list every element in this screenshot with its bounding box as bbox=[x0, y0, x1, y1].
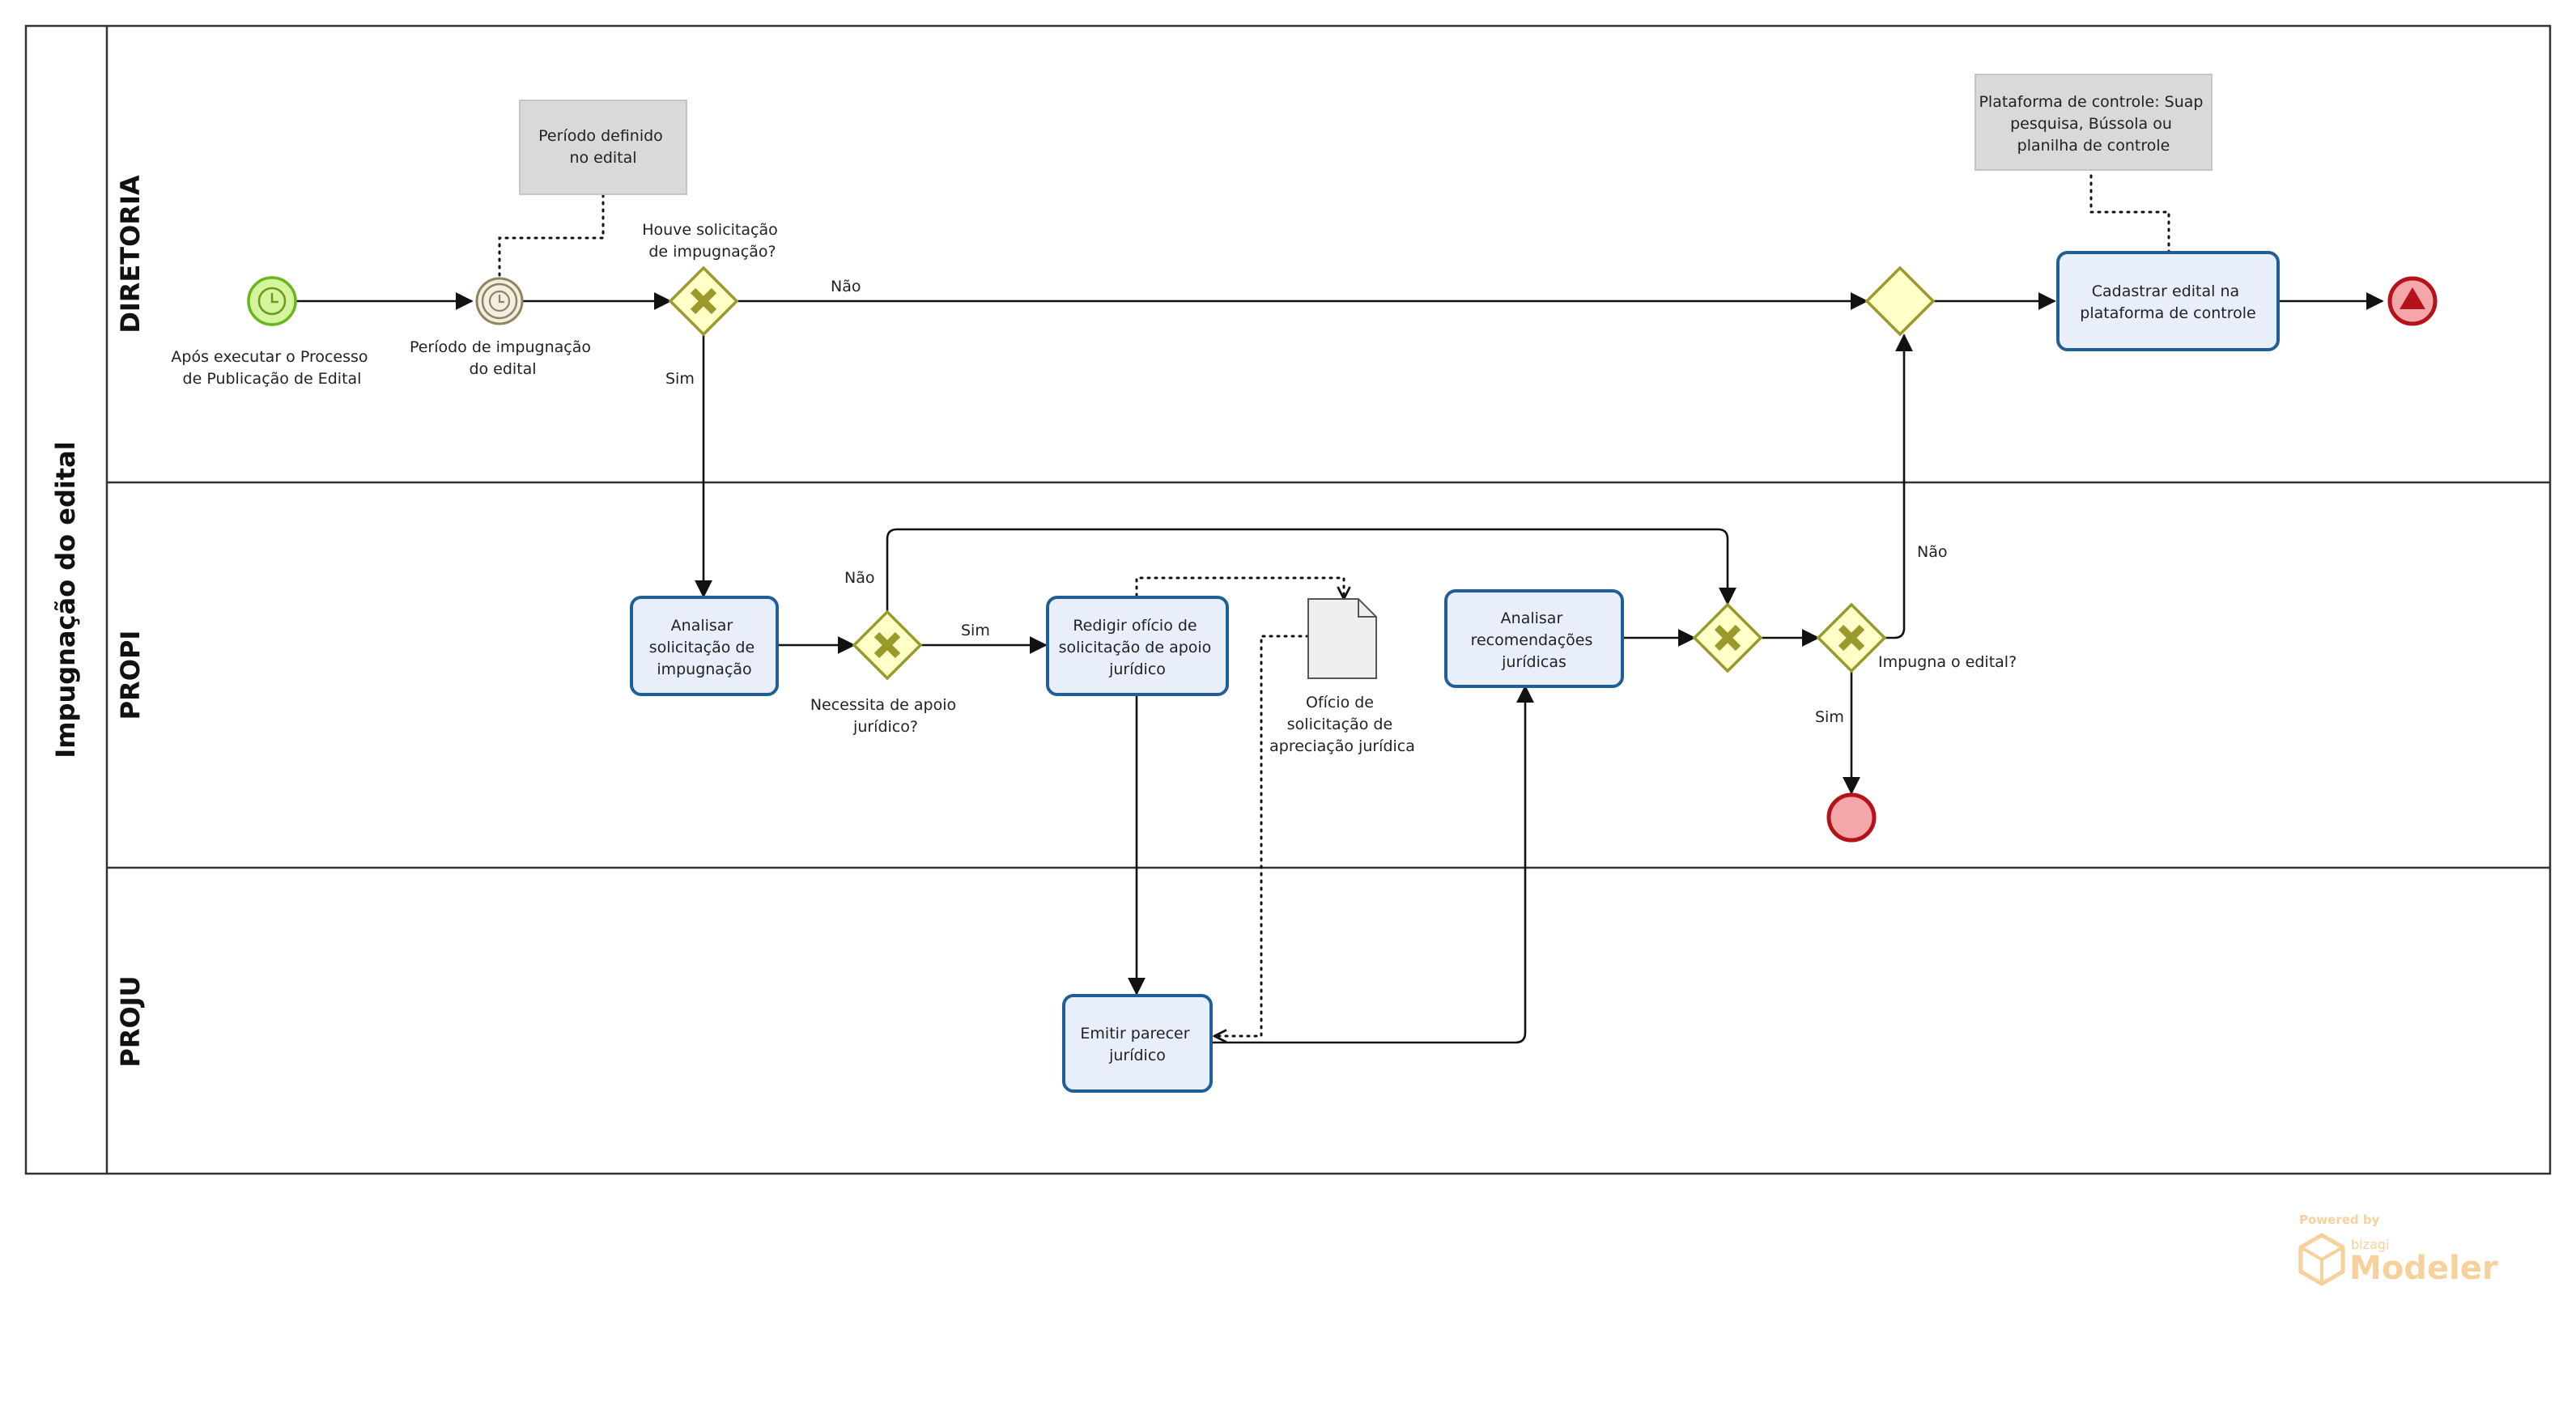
svg-text:Redigir ofício de solici: Redigir ofício de solicitação de apoio j… bbox=[1059, 617, 1217, 678]
triangle-icon bbox=[2400, 287, 2425, 309]
timer-event-label: Período de impugnação do edital bbox=[410, 338, 596, 378]
data-object-label: Ofício de solicitação de apreciação jurí… bbox=[1269, 694, 1415, 755]
gateway-join-propi[interactable] bbox=[1692, 602, 1763, 673]
flow-label-nao-necessita: Não bbox=[844, 569, 874, 587]
gateway-necessita-apoio[interactable] bbox=[852, 609, 923, 681]
flow-label-sim-houve: Sim bbox=[665, 370, 695, 388]
association-oficio-emitir bbox=[1213, 635, 1310, 1036]
data-object-oficio[interactable] bbox=[1307, 598, 1377, 679]
association-timer-note bbox=[498, 193, 605, 277]
svg-text:Período definido no edit: Período definido no edital bbox=[538, 127, 668, 167]
association-redigir-oficio bbox=[1135, 576, 1344, 601]
lane-title-proju: PROJU bbox=[115, 975, 146, 1067]
flow-label-sim-necessita: Sim bbox=[961, 622, 990, 639]
task-analisar-solicitacao[interactable]: Analisar solicitação de impugnação bbox=[630, 596, 779, 696]
flow-label-sim-impugna: Sim bbox=[1815, 708, 1844, 726]
svg-text:Analisar recomendações: Analisar recomendações jurídicas bbox=[1471, 609, 1598, 671]
flow-impugna-nao[interactable] bbox=[1885, 333, 1913, 639]
task-analisar-recomendacoes[interactable]: Analisar recomendações jurídicas bbox=[1444, 589, 1624, 688]
gateway-necessita-label: Necessita de apoio jurídico? bbox=[810, 696, 961, 736]
flow-necessita-nao[interactable] bbox=[886, 528, 1736, 612]
end-event-propi[interactable] bbox=[1826, 792, 1877, 843]
flow-label-nao-houve: Não bbox=[831, 278, 861, 295]
end-event-diretoria[interactable] bbox=[2387, 276, 2438, 326]
gateway-merge-diretoria[interactable] bbox=[1864, 265, 1936, 337]
gateway-houve-solicitacao[interactable] bbox=[668, 265, 739, 337]
svg-text:Cadastrar edital na plat: Cadastrar edital na plataforma de contro… bbox=[2080, 282, 2255, 322]
svg-text:Analisar solicitação de: Analisar solicitação de impugnação bbox=[649, 617, 759, 678]
clock-icon bbox=[488, 290, 511, 312]
lane-title-diretoria: DIRETORIA bbox=[115, 175, 146, 333]
watermark-brand: bizagi bbox=[2351, 1237, 2389, 1252]
watermark-product: Modeler bbox=[2349, 1250, 2498, 1287]
svg-text:Plataforma de controle: Suap: Plataforma de controle: Suap pesquisa, B… bbox=[1979, 93, 2208, 155]
clock-icon bbox=[257, 287, 287, 316]
gateway-houve-label: Houve solicitação de impugnação? bbox=[642, 221, 783, 261]
task-cadastrar-edital[interactable]: Cadastrar edital na plataforma de contro… bbox=[2056, 251, 2280, 351]
flow-label-nao-impugna: Não bbox=[1917, 543, 1947, 561]
bizagi-watermark: Powered by bizagi Modeler bbox=[2298, 1213, 2498, 1287]
pool-border bbox=[24, 24, 2552, 1175]
start-event[interactable] bbox=[247, 276, 297, 326]
pool-title: Impugnação do edital bbox=[50, 441, 81, 758]
annotation-periodo: Período definido no edital bbox=[519, 100, 687, 195]
gateway-impugna-edital[interactable] bbox=[1816, 602, 1887, 673]
bizagi-logo-icon bbox=[2298, 1233, 2345, 1286]
association-cadastrar-note bbox=[2089, 168, 2170, 254]
lane-title-propi: PROPI bbox=[115, 631, 146, 720]
watermark-powered: Powered by bbox=[2299, 1213, 2380, 1227]
gateway-impugna-label: Impugna o edital? bbox=[1878, 653, 2017, 671]
svg-text:Emitir parecer jurídico: Emitir parecer jurídico bbox=[1080, 1025, 1194, 1064]
task-emitir-parecer[interactable]: Emitir parecer jurídico bbox=[1062, 994, 1213, 1093]
annotation-plataforma: Plataforma de controle: Suap pesquisa, B… bbox=[1975, 74, 2213, 171]
flow-emitir-to-recomendacoes[interactable] bbox=[1211, 685, 1534, 1044]
timer-event[interactable] bbox=[475, 277, 524, 325]
start-event-label: Após executar o Processo de Publicação d… bbox=[171, 348, 372, 388]
task-redigir-oficio[interactable]: Redigir ofício de solicitação de apoio j… bbox=[1046, 596, 1229, 696]
